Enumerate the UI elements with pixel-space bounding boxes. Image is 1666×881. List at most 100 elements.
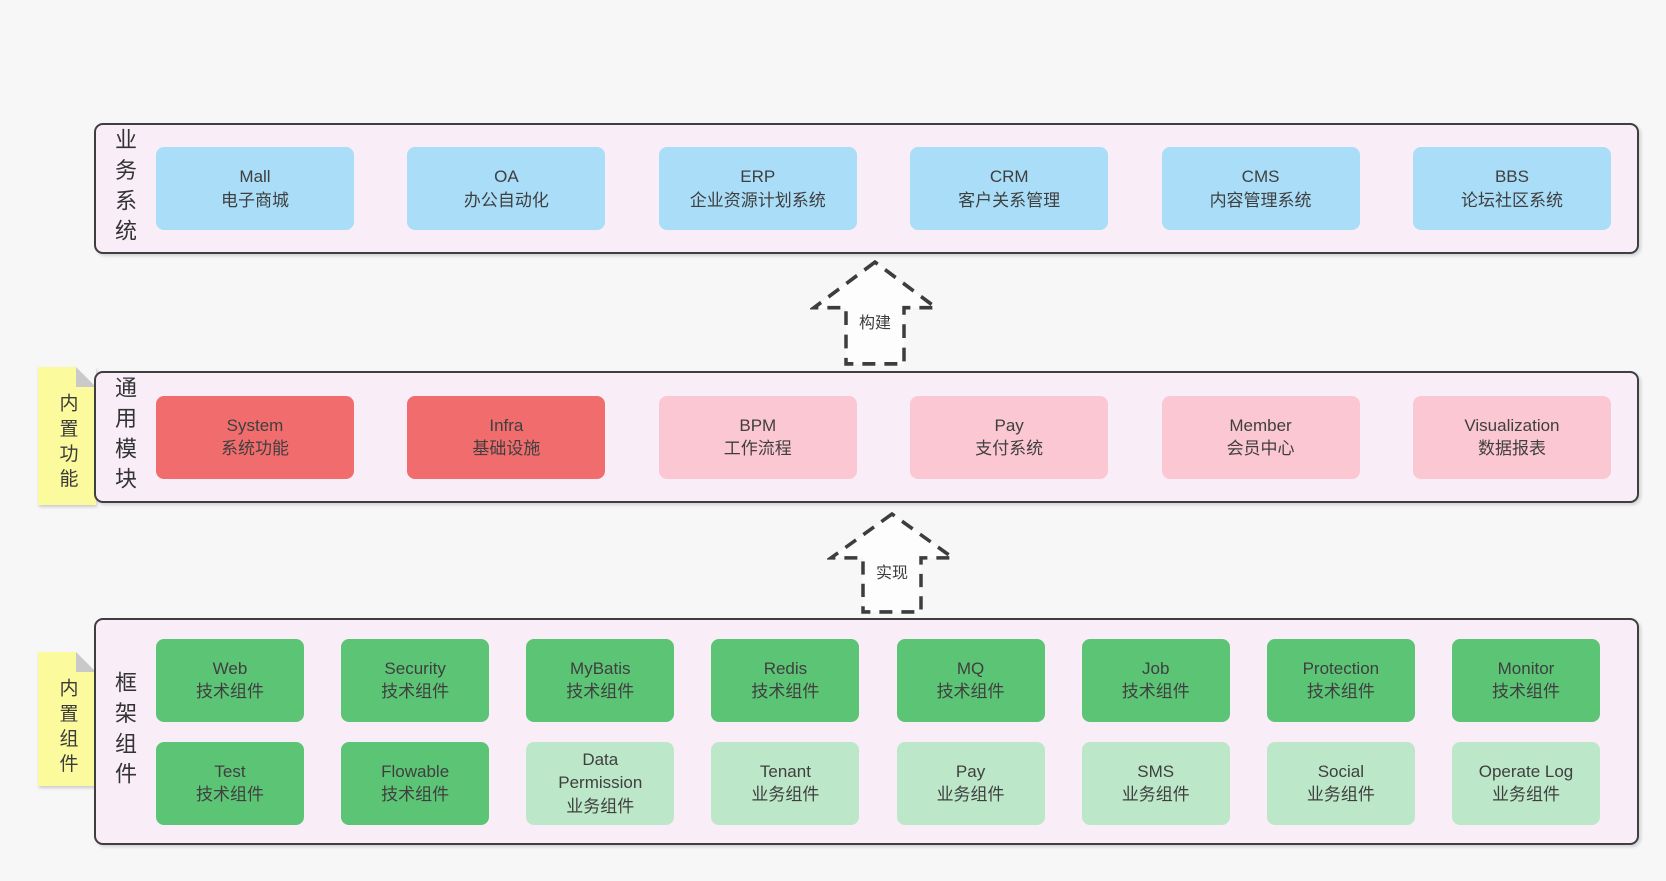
framework-components-rows: Web 技术组件 Security 技术组件 MyBatis 技术组件 Redi… xyxy=(96,620,1637,843)
build-arrow: 构建 xyxy=(810,260,940,366)
component-title: OA xyxy=(494,167,519,187)
component-box: Monitor 技术组件 xyxy=(1451,638,1600,722)
component-box: System 系统功能 xyxy=(156,395,354,479)
component-title: CMS xyxy=(1241,167,1280,187)
implement-arrow: 实现 xyxy=(827,512,957,614)
framework-components-row-1: Web 技术组件 Security 技术组件 MyBatis 技术组件 Redi… xyxy=(156,638,1600,722)
component-box: Mall 电子商城 xyxy=(156,147,354,230)
component-box: Pay 支付系统 xyxy=(910,395,1109,479)
component-title: Pay xyxy=(994,415,1024,435)
component-box: OA 办公自动化 xyxy=(407,147,606,230)
component-subtitle: 业务组件 xyxy=(1306,785,1375,804)
component-box: Operate Log 业务组件 xyxy=(1451,741,1600,825)
sticky-note-built-in-features-label: 内置功能 xyxy=(56,393,78,494)
component-title: Security xyxy=(384,658,446,678)
component-subtitle: 技术组件 xyxy=(1121,682,1190,701)
component-subtitle: 业务组件 xyxy=(936,785,1005,804)
panel-label-common-modules: 通用模块 xyxy=(112,376,137,498)
component-title: Redis xyxy=(763,658,808,678)
component-box: Flowable 技术组件 xyxy=(341,741,490,825)
component-box: MyBatis 技术组件 xyxy=(526,638,675,722)
component-box: ERP 企业资源计划系统 xyxy=(658,147,857,230)
component-box: CRM 客户关系管理 xyxy=(910,147,1109,230)
component-subtitle: 技术组件 xyxy=(751,682,820,701)
component-box: Infra 基础设施 xyxy=(407,395,606,479)
component-subtitle: 客户关系管理 xyxy=(958,190,1061,210)
component-title: Data Permission xyxy=(558,749,643,793)
component-title: MyBatis xyxy=(570,658,631,678)
component-subtitle: 业务组件 xyxy=(566,796,635,816)
component-subtitle: 技术组件 xyxy=(1306,682,1375,701)
panel-label-business-systems: 业务系统 xyxy=(112,127,137,250)
component-subtitle: 技术组件 xyxy=(381,682,450,701)
component-subtitle: 技术组件 xyxy=(381,785,450,804)
component-subtitle: 系统功能 xyxy=(221,439,289,458)
component-box: Protection 技术组件 xyxy=(1266,638,1415,722)
framework-components-row-2: Test 技术组件 Flowable 技术组件 Data Permission … xyxy=(156,741,1600,825)
sticky-fold-corner-icon xyxy=(76,652,96,672)
component-subtitle: 业务组件 xyxy=(1491,785,1560,804)
component-subtitle: 论坛社区系统 xyxy=(1460,190,1563,210)
component-title: Tenant xyxy=(759,761,811,781)
business-systems-box-row: Mall 电子商城 OA 办公自动化 ERP 企业资源计划系统 CRM 客户关系… xyxy=(96,125,1637,252)
component-subtitle: 技术组件 xyxy=(1491,682,1560,701)
component-subtitle: 电子商城 xyxy=(221,190,289,210)
component-subtitle: 技术组件 xyxy=(196,682,264,701)
component-box: Security 技术组件 xyxy=(341,638,490,722)
component-title: Mall xyxy=(239,167,271,187)
component-title: Operate Log xyxy=(1478,761,1574,781)
component-title: Pay xyxy=(955,761,986,781)
component-subtitle: 企业资源计划系统 xyxy=(689,190,826,210)
component-box: BPM 工作流程 xyxy=(658,395,857,479)
component-title: Visualization xyxy=(1464,415,1560,435)
component-box: Redis 技术组件 xyxy=(711,638,860,722)
component-title: Protection xyxy=(1302,658,1380,678)
component-subtitle: 会员中心 xyxy=(1226,439,1295,458)
sticky-fold-corner-icon xyxy=(76,367,96,387)
component-title: SMS xyxy=(1137,761,1175,781)
component-title: Member xyxy=(1229,415,1292,435)
component-title: System xyxy=(226,415,284,435)
sticky-note-built-in-features: 内置功能 xyxy=(38,367,96,505)
component-title: Infra xyxy=(489,415,524,435)
component-box: Member 会员中心 xyxy=(1161,395,1360,479)
component-title: MQ xyxy=(956,658,985,678)
panel-common-modules: 通用模块 System 系统功能 Infra 基础设施 BPM 工作流程 Pay… xyxy=(94,371,1639,503)
component-subtitle: 技术组件 xyxy=(566,682,635,701)
panel-label-framework-components: 框架组件 xyxy=(112,670,137,793)
component-title: Test xyxy=(214,761,246,781)
component-subtitle: 内容管理系统 xyxy=(1209,190,1312,210)
component-subtitle: 业务组件 xyxy=(1121,785,1190,804)
component-box: SMS 业务组件 xyxy=(1081,741,1230,825)
component-title: Monitor xyxy=(1497,658,1555,678)
component-subtitle: 技术组件 xyxy=(936,682,1005,701)
panel-business-systems: 业务系统 Mall 电子商城 OA 办公自动化 ERP 企业资源计划系统 CRM… xyxy=(94,123,1639,254)
component-subtitle: 基础设施 xyxy=(472,439,541,458)
component-box: BBS 论坛社区系统 xyxy=(1412,147,1611,230)
component-box: Data Permission 业务组件 xyxy=(526,741,675,825)
component-title: Social xyxy=(1317,761,1364,781)
component-subtitle: 办公自动化 xyxy=(463,190,549,210)
component-box: Tenant 业务组件 xyxy=(711,741,860,825)
component-title: Job xyxy=(1141,658,1170,678)
component-subtitle: 技术组件 xyxy=(196,785,264,804)
component-title: ERP xyxy=(740,167,776,187)
component-title: CRM xyxy=(989,167,1029,187)
component-box: Job 技术组件 xyxy=(1081,638,1230,722)
component-box: MQ 技术组件 xyxy=(896,638,1045,722)
component-subtitle: 工作流程 xyxy=(723,439,792,458)
component-title: Flowable xyxy=(381,761,450,781)
component-subtitle: 数据报表 xyxy=(1477,439,1546,458)
common-modules-box-row: System 系统功能 Infra 基础设施 BPM 工作流程 Pay 支付系统… xyxy=(96,373,1637,501)
implement-arrow-label: 实现 xyxy=(870,558,914,584)
component-box: CMS 内容管理系统 xyxy=(1161,147,1360,230)
panel-framework-components: 框架组件 Web 技术组件 Security 技术组件 MyBatis 技术组件… xyxy=(94,618,1639,845)
component-title: Web xyxy=(212,658,248,678)
component-subtitle: 支付系统 xyxy=(975,439,1044,458)
component-box: Web 技术组件 xyxy=(156,638,304,722)
component-title: BBS xyxy=(1494,167,1529,187)
component-subtitle: 业务组件 xyxy=(751,785,820,804)
component-box: Test 技术组件 xyxy=(156,741,304,825)
component-box: Social 业务组件 xyxy=(1266,741,1415,825)
build-arrow-label: 构建 xyxy=(853,308,897,334)
